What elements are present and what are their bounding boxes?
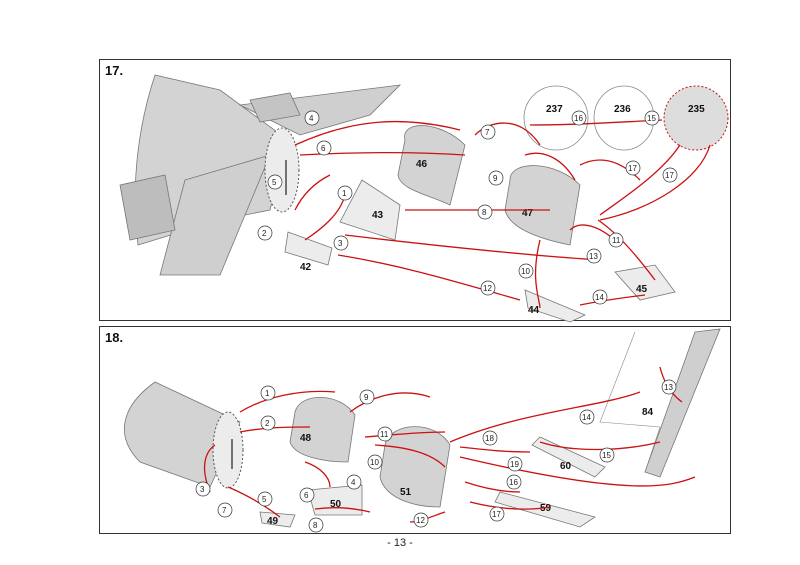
callout-label: 17 (492, 510, 501, 519)
wing-lower-17 (159, 154, 271, 276)
part-label: 48 (300, 433, 312, 444)
callout-label: 14 (582, 413, 591, 422)
callout-label: 11 (612, 236, 621, 245)
callout-label: 7 (222, 506, 227, 515)
part-label: 84 (642, 407, 654, 418)
engine-lower-17 (119, 174, 176, 241)
part-label: 235 (688, 104, 705, 115)
callout-label: 19 (510, 460, 519, 469)
callout-label: 9 (364, 393, 369, 402)
fuselage-opening-18 (212, 411, 244, 489)
callout-label: 2 (262, 229, 267, 238)
fin-84-outline (599, 331, 661, 473)
step-18-panel: 18. 48 51 50 49 60 59 84 (99, 326, 731, 534)
part-label: 237 (546, 104, 563, 115)
part-43-shape (339, 179, 401, 241)
callout-label: 7 (485, 128, 490, 137)
callout-label: 16 (509, 478, 518, 487)
fuselage-18 (124, 381, 241, 488)
callout-label: 2 (265, 419, 270, 428)
callout-label: 13 (664, 383, 673, 392)
part-label: 42 (300, 262, 312, 273)
callout-label: 5 (272, 178, 277, 187)
part-49-shape (259, 511, 296, 528)
callout-label: 3 (338, 239, 343, 248)
wing-upper-17 (238, 84, 402, 136)
part-label: 47 (522, 208, 534, 219)
disc-237 (523, 85, 589, 151)
callout-label: 9 (493, 174, 498, 183)
callout-label: 6 (321, 144, 326, 153)
part-47-shape (504, 165, 581, 246)
callout-label: 10 (521, 267, 530, 276)
page-number: - 13 - (387, 537, 413, 549)
part-59-shape (494, 491, 596, 528)
part-label: 50 (330, 499, 342, 510)
part-label: 44 (528, 305, 540, 316)
fuselage-opening-17 (264, 127, 300, 213)
callout-label: 6 (304, 491, 309, 500)
step-17-number: 17. (105, 63, 124, 78)
callout-label: 3 (200, 485, 205, 494)
part-45-shape (614, 264, 676, 301)
callout-label: 8 (482, 208, 487, 217)
callout-label: 14 (595, 293, 604, 302)
callouts-18: 1 2 3 4 5 6 7 8 9 10 11 12 13 1 (195, 379, 677, 533)
callouts-17: 4 6 5 1 2 3 7 9 8 10 11 12 13 1 (257, 110, 678, 305)
callout-label: 10 (370, 458, 379, 467)
part-50-shape (307, 484, 363, 516)
part-label: 60 (560, 461, 572, 472)
part-44-shape (524, 289, 586, 323)
step-18-diagram: 48 51 50 49 60 59 84 (124, 328, 721, 533)
part-label: 59 (540, 503, 552, 514)
part-60-shape (531, 436, 606, 478)
callout-label: 4 (309, 114, 314, 123)
part-84-shape (644, 328, 721, 478)
callout-label: 15 (647, 114, 656, 123)
part-46-shape (397, 125, 466, 206)
callout-label: 17 (665, 171, 674, 180)
part-label: 46 (416, 159, 428, 170)
part-label: 45 (636, 284, 648, 295)
disc-235 (663, 85, 729, 151)
part-label: 236 (614, 104, 631, 115)
part-label: 43 (372, 210, 384, 221)
step-17-panel: 17. 46 47 43 42 45 44 237 (99, 59, 731, 323)
callout-label: 12 (483, 284, 492, 293)
callout-label: 1 (265, 389, 270, 398)
callout-label: 13 (589, 252, 598, 261)
part-42-shape (284, 231, 333, 266)
step-18-number: 18. (105, 330, 124, 345)
callout-label: 17 (628, 164, 637, 173)
part-label: 49 (267, 516, 279, 527)
callout-label: 8 (313, 521, 318, 530)
part-48-shape (289, 396, 356, 463)
callout-label: 5 (262, 495, 267, 504)
engine-upper-17 (249, 92, 301, 123)
callout-label: 15 (602, 451, 611, 460)
part-label: 51 (400, 487, 412, 498)
callout-label: 16 (574, 114, 583, 123)
callout-label: 1 (342, 189, 347, 198)
callout-label: 11 (380, 430, 389, 439)
step-17-diagram: 46 47 43 42 45 44 237 236 235 (119, 74, 729, 323)
callout-label: 18 (485, 434, 494, 443)
callout-label: 4 (351, 478, 356, 487)
callout-label: 12 (416, 516, 425, 525)
